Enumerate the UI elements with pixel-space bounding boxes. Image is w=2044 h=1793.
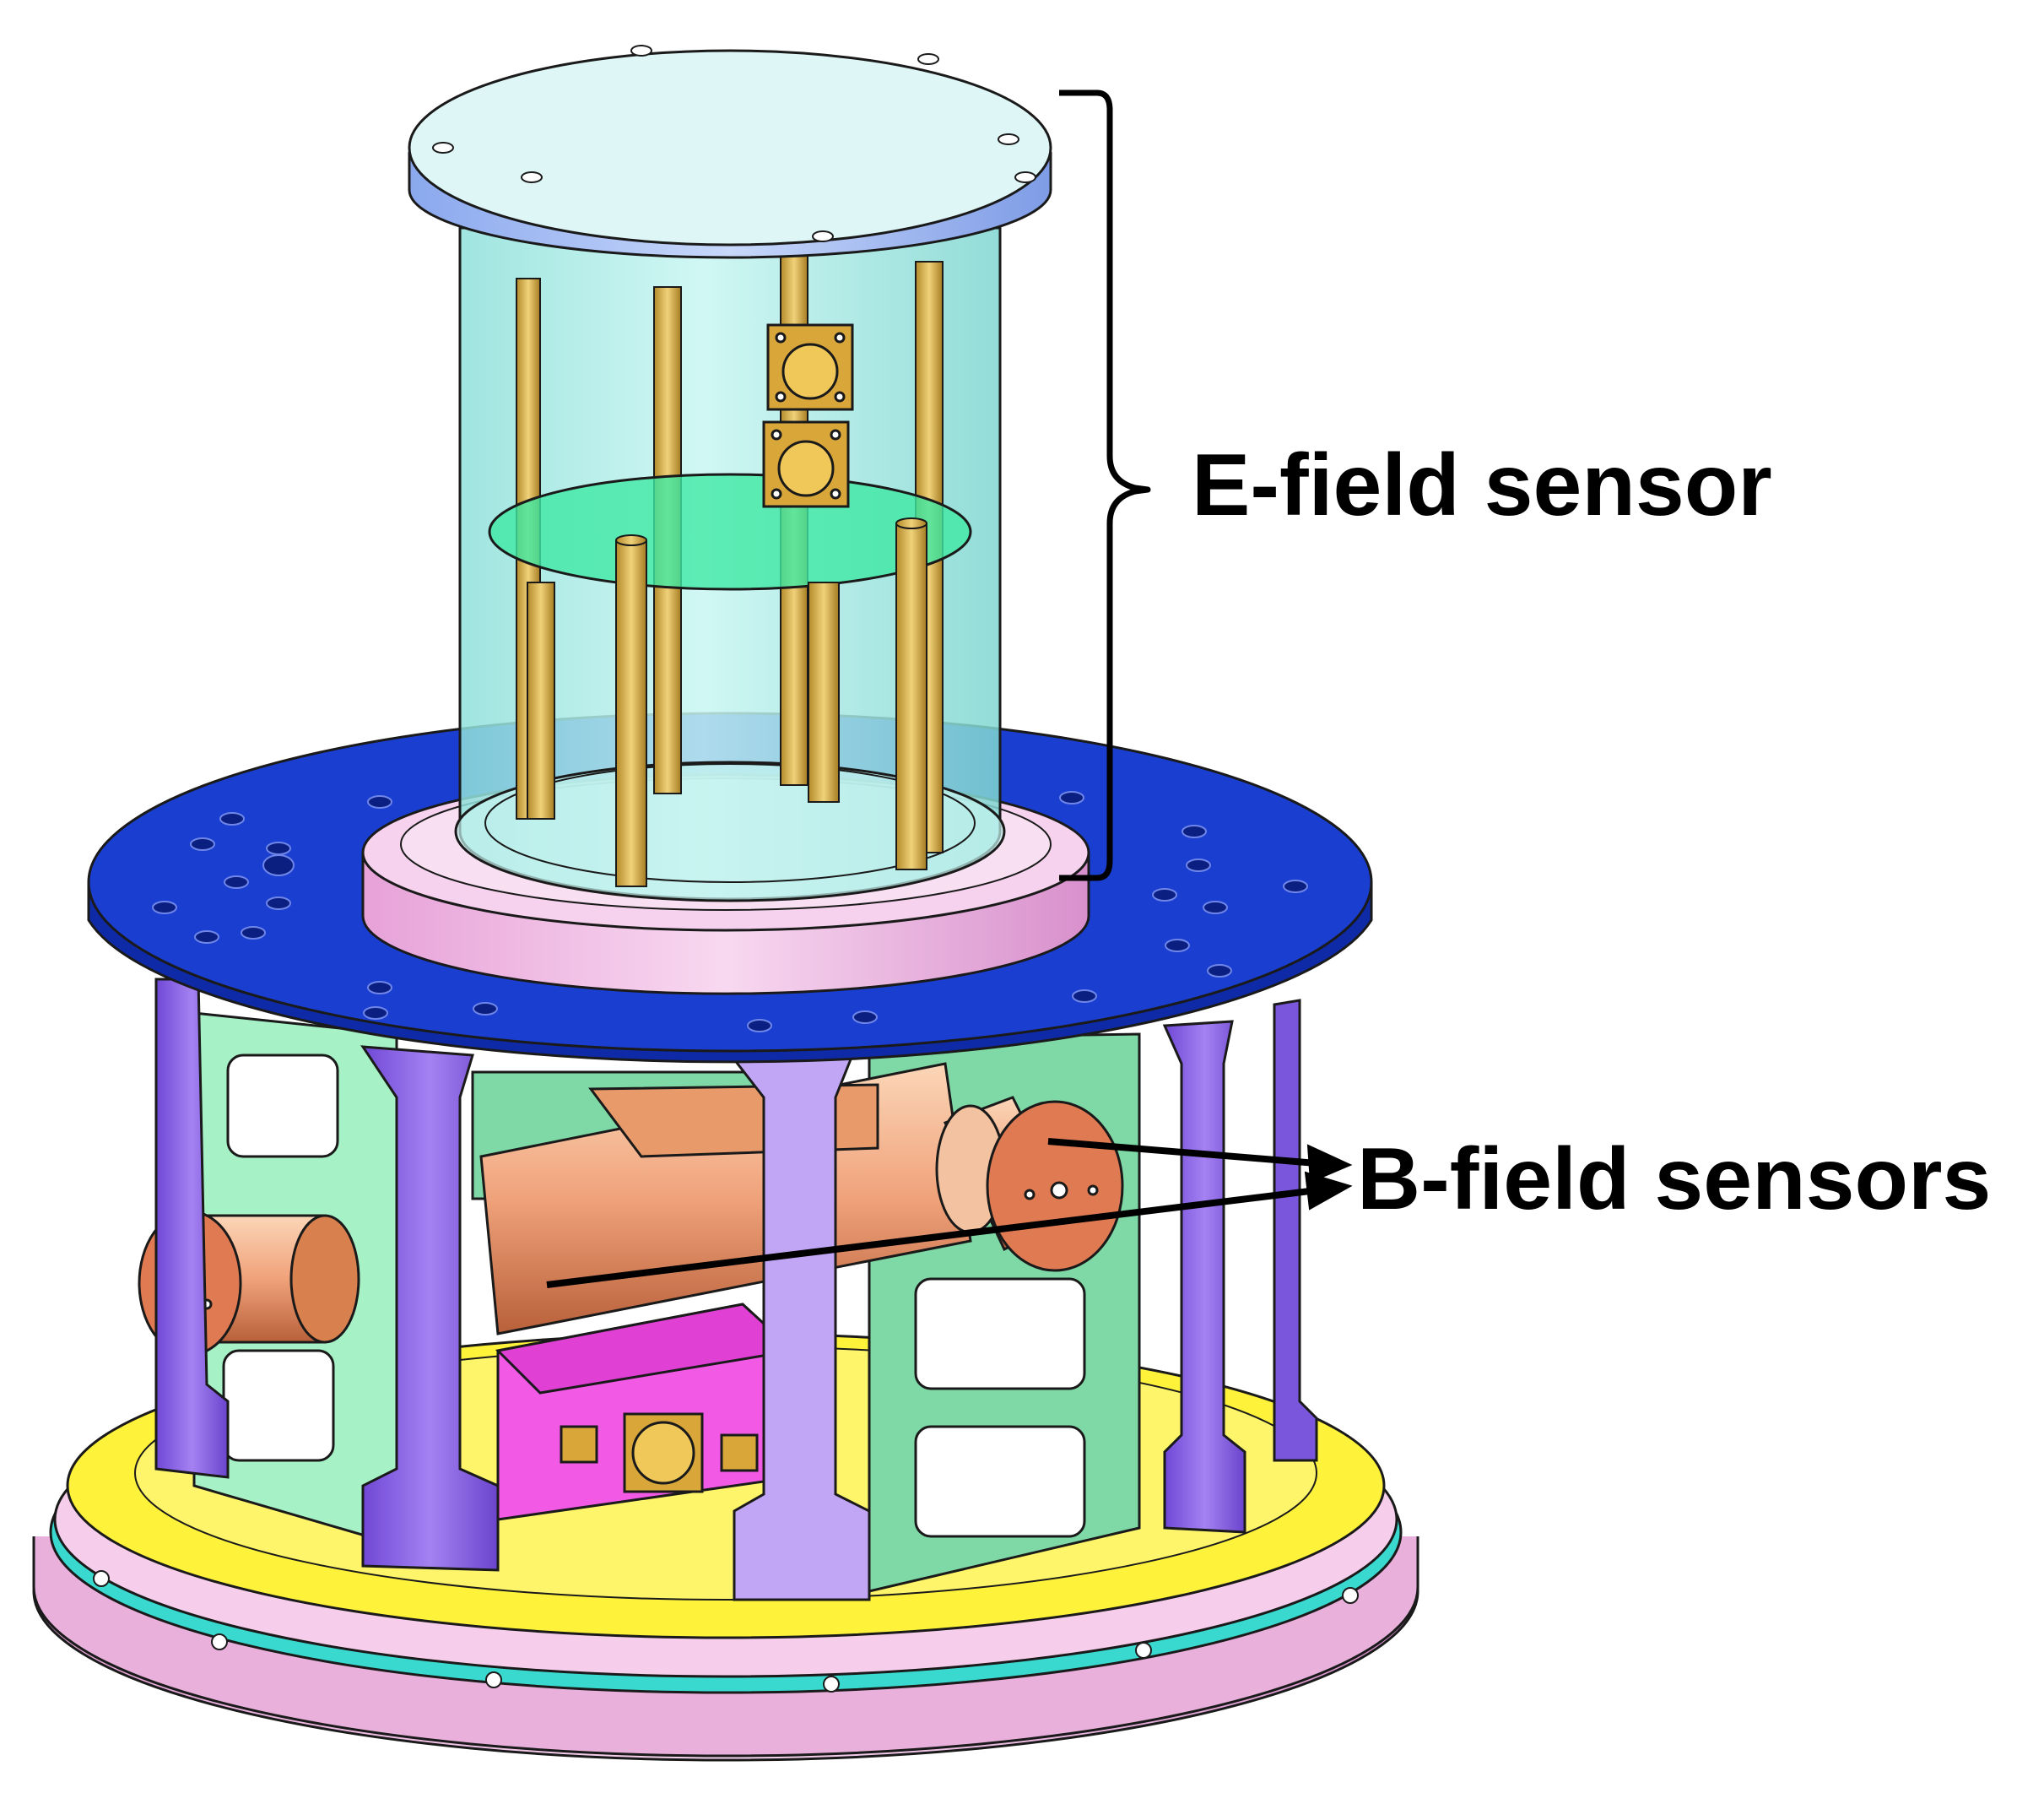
support-rods-front <box>527 517 927 887</box>
column-right <box>1162 1020 1246 1534</box>
connector-box-3 <box>720 1433 759 1472</box>
b-field-sensors-label: B-field sensors <box>1357 1130 1991 1228</box>
blue-plate-holes <box>152 791 1308 1032</box>
b-field-arrows <box>546 1138 1353 1288</box>
base-bolt-holes <box>93 1570 1359 1693</box>
top-lid-holes <box>432 45 1036 242</box>
glass-cylinder-bottom <box>454 761 1006 902</box>
e-field-sensor-label: E-field sensor <box>1192 436 1772 534</box>
top-lid <box>408 49 1052 246</box>
connector-box-1 <box>560 1425 598 1464</box>
e-field-connectors <box>762 323 854 508</box>
arrow-long-bar <box>546 1187 1317 1288</box>
column-front-left <box>360 1045 500 1572</box>
inner-mounting-disc <box>488 473 972 591</box>
annotations: E-field sensor B-field sensors <box>546 89 1991 1288</box>
e-field-sensor-assembly <box>408 45 1052 902</box>
arrowhead-icon <box>1306 1144 1353 1184</box>
curly-bracket-icon <box>1059 89 1151 881</box>
column-far-right <box>1273 999 1318 1462</box>
arrow-right-sensor <box>1047 1138 1317 1167</box>
purple-columns <box>154 978 1318 1601</box>
column-front-right <box>732 1054 871 1601</box>
arrowhead-icon <box>1304 1171 1353 1211</box>
